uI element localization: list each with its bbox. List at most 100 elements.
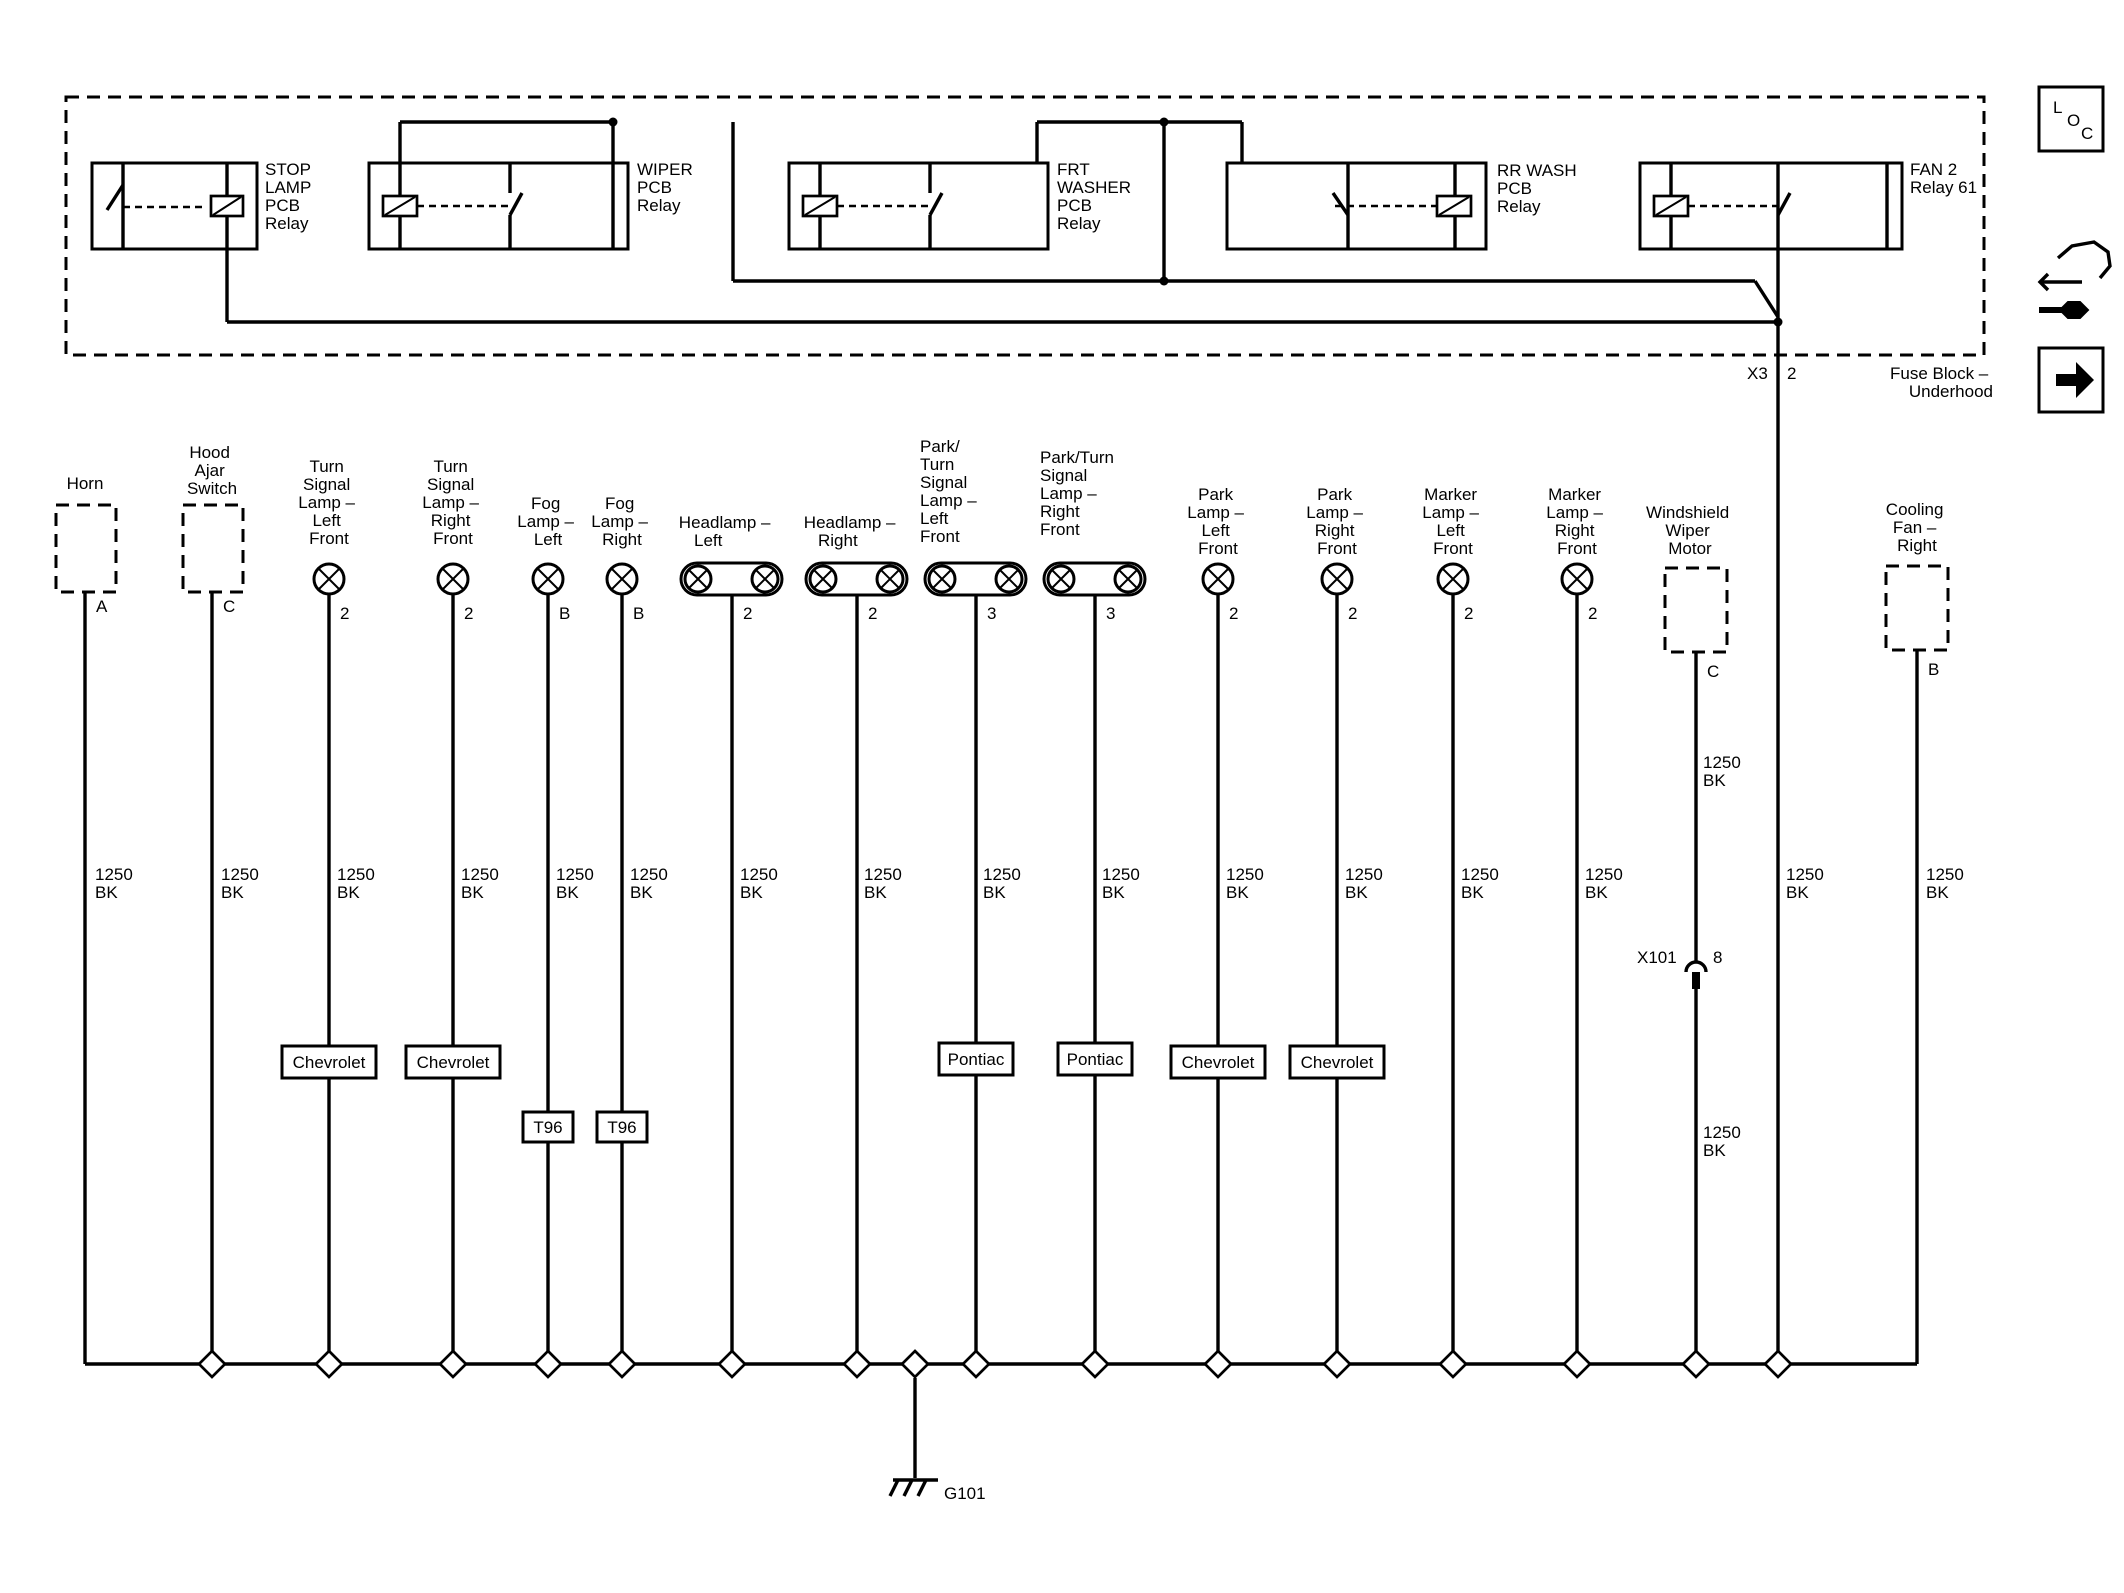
option-box-parkturn-rf: Pontiac — [1056, 1041, 1134, 1077]
pin-headlamp-l: 2 — [743, 604, 752, 623]
svg-text:Pontiac: Pontiac — [1067, 1050, 1124, 1069]
next-page-button[interactable] — [2037, 346, 2105, 414]
label-turn-rf: Turn Signal Lamp – Right Front — [422, 457, 483, 548]
option-box-fog-l: T96 — [521, 1110, 575, 1144]
stop-lamp-relay: STOP LAMP PCB Relay — [90, 160, 316, 322]
pin-turn-rf: 2 — [464, 604, 473, 623]
label-marker-lf: Marker Lamp – Left Front — [1422, 485, 1483, 558]
label-parkturn-rf: Park/Turn Signal Lamp – Right Front — [1040, 448, 1119, 539]
option-box-turn-rf: Chevrolet — [404, 1044, 502, 1080]
label-wiper-motor: Windshield Wiper Motor — [1646, 503, 1734, 558]
pin-turn-lf: 2 — [340, 604, 349, 623]
arrow-right-icon — [2056, 362, 2094, 398]
headlamp-l-icon — [679, 561, 784, 597]
ground-icon — [888, 1478, 938, 1497]
option-box-parkturn-lf: Pontiac — [937, 1041, 1015, 1077]
fuse-block-connector: X3 — [1747, 364, 1768, 383]
fan2-relay: FAN 2 Relay 61 — [1638, 160, 1977, 317]
pin-fog-l: B — [559, 604, 570, 623]
relay-label-fan2: FAN 2 Relay 61 — [1910, 160, 1977, 197]
lamp-park-lf-icon — [1201, 562, 1235, 596]
label-headlamp-l: Headlamp – Left — [679, 513, 775, 550]
option-box-fog-r: T96 — [595, 1110, 649, 1144]
svg-text:T96: T96 — [533, 1118, 562, 1137]
wiper-motor-symbol — [1663, 566, 1729, 654]
pin-park-lf: 2 — [1229, 604, 1238, 623]
relay-label-stop: STOP LAMP PCB Relay — [265, 160, 316, 233]
svg-text:Chevrolet: Chevrolet — [1301, 1053, 1374, 1072]
relay-label-wiper: WIPER PCB Relay — [637, 160, 697, 215]
horn-symbol — [54, 503, 118, 594]
ground-label: G101 — [944, 1484, 986, 1503]
pin-hood-ajar: C — [223, 597, 235, 616]
svg-text:Chevrolet: Chevrolet — [1182, 1053, 1255, 1072]
loc-button[interactable]: L O C — [2037, 85, 2105, 153]
label-headlamp-r: Headlamp – Right — [804, 513, 900, 550]
pin-headlamp-r: 2 — [868, 604, 877, 623]
lamp-turn-rf-icon — [436, 562, 470, 596]
lamp-turn-lf-icon — [312, 562, 346, 596]
rr-wash-pcb-relay: RR WASH PCB Relay — [1225, 122, 1577, 251]
parkturn-lf-icon — [923, 561, 1028, 597]
fuse-block-pin: 2 — [1787, 364, 1796, 383]
cooling-fan-symbol — [1884, 564, 1950, 652]
lamp-marker-rf-icon — [1560, 562, 1594, 596]
pin-parkturn-lf: 3 — [987, 604, 996, 623]
label-marker-rf: Marker Lamp – Right Front — [1546, 485, 1607, 558]
pin-marker-lf: 2 — [1464, 604, 1473, 623]
label-park-rf: Park Lamp – Right Front — [1306, 485, 1367, 558]
hood-ajar-switch-symbol — [181, 503, 245, 594]
inline-connector-pin: 8 — [1713, 948, 1722, 967]
pin-marker-rf: 2 — [1588, 604, 1597, 623]
inline-connector-x101: X101 8 — [1637, 948, 1722, 989]
label-horn: Horn — [67, 474, 104, 493]
fuse-block-underhood: STOP LAMP PCB Relay WIPER PCB Relay — [64, 95, 1993, 401]
lamp-fog-r-icon — [605, 562, 639, 596]
component-symbols — [54, 503, 1950, 654]
option-box-turn-lf: Chevrolet — [280, 1044, 378, 1080]
component-labels: Horn Hood Ajar Switch Turn Signal Lamp –… — [67, 437, 1944, 558]
svg-text:C: C — [2081, 124, 2093, 143]
svg-text:Pontiac: Pontiac — [948, 1050, 1005, 1069]
lamp-marker-lf-icon — [1436, 562, 1470, 596]
fuse-block-outline — [64, 95, 1986, 357]
pin-fog-r: B — [633, 604, 644, 623]
wiper-pcb-relay: WIPER PCB Relay — [367, 117, 697, 251]
vertical-wires — [83, 355, 1919, 1364]
option-boxes: Chevrolet Chevrolet T96 T96 Pontiac Pont… — [280, 1041, 1386, 1144]
lamp-park-rf-icon — [1320, 562, 1354, 596]
option-box-park-lf: Chevrolet — [1169, 1044, 1267, 1080]
pin-cooling-fan: B — [1928, 660, 1939, 679]
label-turn-lf: Turn Signal Lamp – Left Front — [298, 457, 359, 548]
pin-wiper-motor: C — [1707, 662, 1719, 681]
ground-bus: G101 — [85, 1349, 1917, 1503]
lamp-fog-l-icon — [531, 562, 565, 596]
inline-connector-label: X101 — [1637, 948, 1677, 967]
wrench-car-icon[interactable] — [2037, 240, 2112, 319]
option-box-park-rf: Chevrolet — [1288, 1044, 1386, 1080]
headlamp-r-icon — [804, 561, 909, 597]
label-hood-ajar-switch: Hood Ajar Switch — [187, 443, 237, 498]
fuse-block-label: Fuse Block – Underhood — [1890, 364, 1993, 401]
label-fog-r: Fog Lamp – Right — [591, 494, 652, 549]
label-parkturn-lf: Park/ Turn Signal Lamp – Left Front — [920, 437, 981, 546]
pin-park-rf: 2 — [1348, 604, 1357, 623]
